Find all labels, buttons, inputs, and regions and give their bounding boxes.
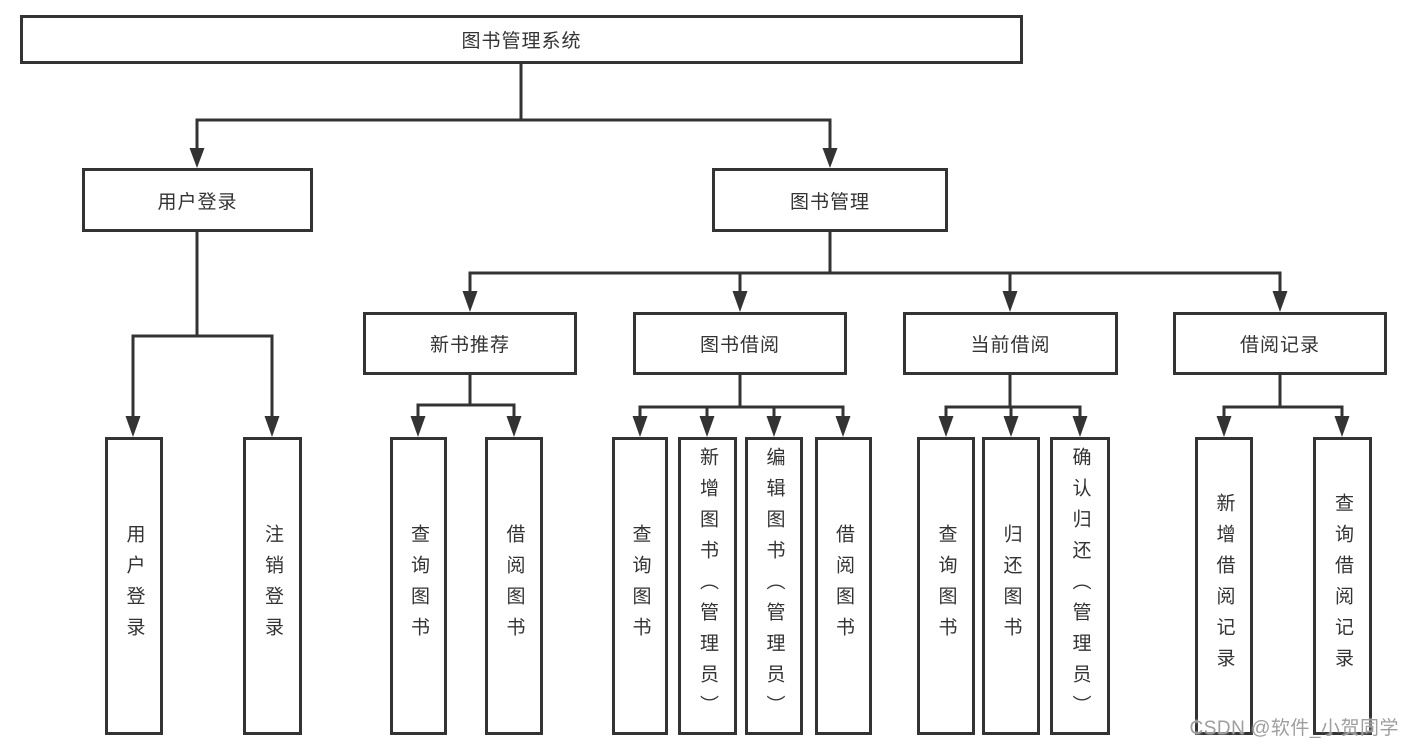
leaf-current-query-books: 查询图书 xyxy=(917,437,975,735)
node-book-management: 图书管理 xyxy=(712,168,948,232)
leaf-recommend-borrow-books: 借阅图书 xyxy=(485,437,543,735)
leaf-borrowing-edit-books-admin: 编辑图书（管理员） xyxy=(745,437,803,735)
node-borrowing-records: 借阅记录 xyxy=(1173,312,1387,375)
node-book-borrowing: 图书借阅 xyxy=(633,312,847,375)
node-label: 借阅记录 xyxy=(1239,335,1320,356)
watermark: CSDN @软件_小贺同学 xyxy=(1189,718,1399,739)
leaf-user-login: 用户登录 xyxy=(105,437,163,735)
leaf-current-return-books: 归还图书 xyxy=(982,437,1040,735)
node-label: 当前借阅 xyxy=(970,335,1051,356)
leaf-borrowing-borrow-books: 借阅图书 xyxy=(815,437,872,735)
node-label: 查询图书 xyxy=(935,524,957,648)
node-label: 新书推荐 xyxy=(429,335,510,356)
node-label: 确认归还（管理员） xyxy=(1069,446,1091,726)
node-label: 图书管理系统 xyxy=(461,31,582,52)
arrowhead-icons xyxy=(125,148,1350,437)
leaf-current-confirm-return-admin: 确认归还（管理员） xyxy=(1050,437,1110,735)
node-label: 用户登录 xyxy=(157,191,238,213)
node-label: 图书借阅 xyxy=(699,335,780,356)
node-label: 查询图书 xyxy=(629,524,651,648)
node-label: 注销登录 xyxy=(262,524,283,648)
node-user-login: 用户登录 xyxy=(82,168,313,232)
leaf-borrowing-query-books: 查询图书 xyxy=(612,437,668,735)
node-label: 查询图书 xyxy=(408,524,429,648)
node-label: 归还图书 xyxy=(1000,524,1022,648)
node-label: 查询借阅记录 xyxy=(1332,493,1353,679)
leaf-logout: 注销登录 xyxy=(243,437,302,735)
node-label: 新增图书（管理员） xyxy=(697,446,718,726)
node-current-borrowing: 当前借阅 xyxy=(903,312,1118,375)
node-library-management-system: 图书管理系统 xyxy=(20,15,1023,64)
node-label: 借阅图书 xyxy=(503,524,525,648)
node-label: 图书管理 xyxy=(789,191,870,213)
node-label: 用户登录 xyxy=(123,524,145,648)
node-label: 借阅图书 xyxy=(833,524,854,648)
leaf-records-add-record: 新增借阅记录 xyxy=(1195,437,1253,735)
leaf-recommend-query-books: 查询图书 xyxy=(390,437,447,735)
leaf-records-query-record: 查询借阅记录 xyxy=(1313,437,1372,735)
node-label: 新增借阅记录 xyxy=(1213,493,1235,679)
leaf-borrowing-add-books-admin: 新增图书（管理员） xyxy=(678,437,737,735)
node-new-book-recommendation: 新书推荐 xyxy=(363,312,577,375)
node-label: 编辑图书（管理员） xyxy=(763,446,785,726)
